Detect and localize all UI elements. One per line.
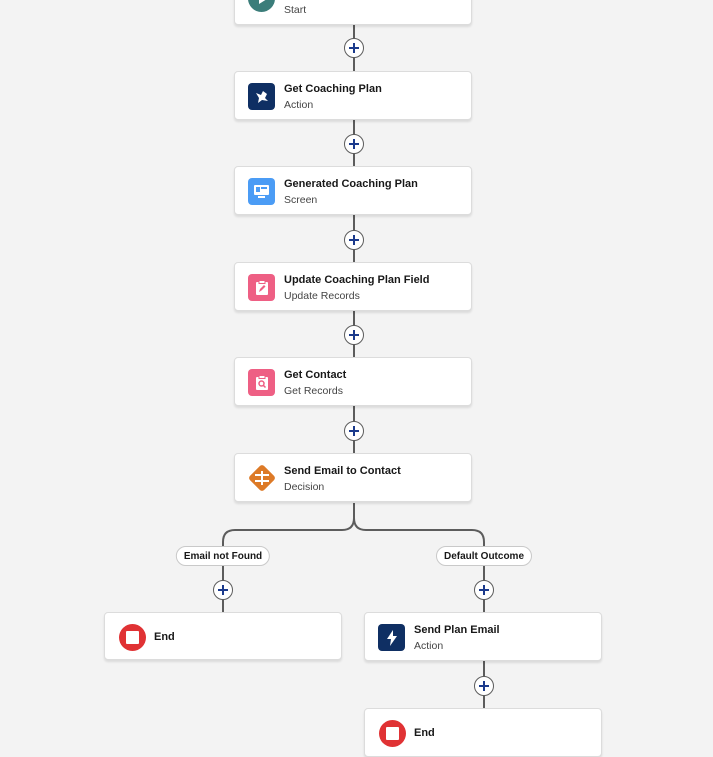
update-records-icon: [248, 274, 275, 301]
add-element-button[interactable]: [344, 421, 364, 441]
node-title: Update Coaching Plan Field: [284, 274, 430, 286]
flow-node-get-coaching-plan[interactable]: Get Coaching Plan Action: [234, 71, 472, 120]
add-element-button[interactable]: [344, 325, 364, 345]
add-element-button[interactable]: [344, 38, 364, 58]
start-icon: [248, 0, 275, 12]
node-title: Get Contact: [284, 369, 347, 381]
add-element-button[interactable]: [474, 676, 494, 696]
node-title: Generated Coaching Plan: [284, 178, 418, 190]
lightning-icon: [378, 624, 405, 651]
add-element-button[interactable]: [213, 580, 233, 600]
flow-node-end-left[interactable]: End: [104, 612, 342, 660]
flow-node-update-coaching-plan-field[interactable]: Update Coaching Plan Field Update Record…: [234, 262, 472, 311]
flow-node-get-contact[interactable]: Get Contact Get Records: [234, 357, 472, 406]
node-title: Send Email to Contact: [284, 465, 401, 477]
flow-node-end-right[interactable]: End: [364, 708, 602, 757]
node-title: Get Coaching Plan: [284, 83, 382, 95]
outcome-label-email-not-found[interactable]: Email not Found: [175, 546, 271, 566]
node-type: Action: [414, 640, 444, 652]
outcome-label-default-outcome[interactable]: Default Outcome: [435, 546, 533, 566]
flow-node-start[interactable]: Start: [234, 0, 472, 25]
add-element-button[interactable]: [344, 134, 364, 154]
flow-node-send-plan-email[interactable]: Send Plan Email Action: [364, 612, 602, 661]
end-icon: [119, 624, 146, 651]
node-type: Get Records: [284, 385, 343, 397]
node-type: Decision: [284, 481, 325, 493]
node-title: Send Plan Email: [414, 624, 500, 636]
node-title: End: [154, 631, 175, 643]
node-type: Update Records: [284, 290, 360, 302]
get-records-icon: [248, 369, 275, 396]
end-icon: [379, 720, 406, 747]
add-element-button[interactable]: [474, 580, 494, 600]
node-type: Start: [284, 4, 307, 16]
decision-icon: [246, 462, 278, 494]
screen-icon: [248, 178, 275, 205]
flow-node-send-email-to-contact[interactable]: Send Email to Contact Decision: [234, 453, 472, 502]
flow-node-generated-coaching-plan[interactable]: Generated Coaching Plan Screen: [234, 166, 472, 215]
node-type: Action: [284, 99, 314, 111]
node-type: Screen: [284, 194, 318, 206]
node-title: End: [414, 727, 435, 739]
einstein-action-icon: [248, 83, 275, 110]
add-element-button[interactable]: [344, 230, 364, 250]
